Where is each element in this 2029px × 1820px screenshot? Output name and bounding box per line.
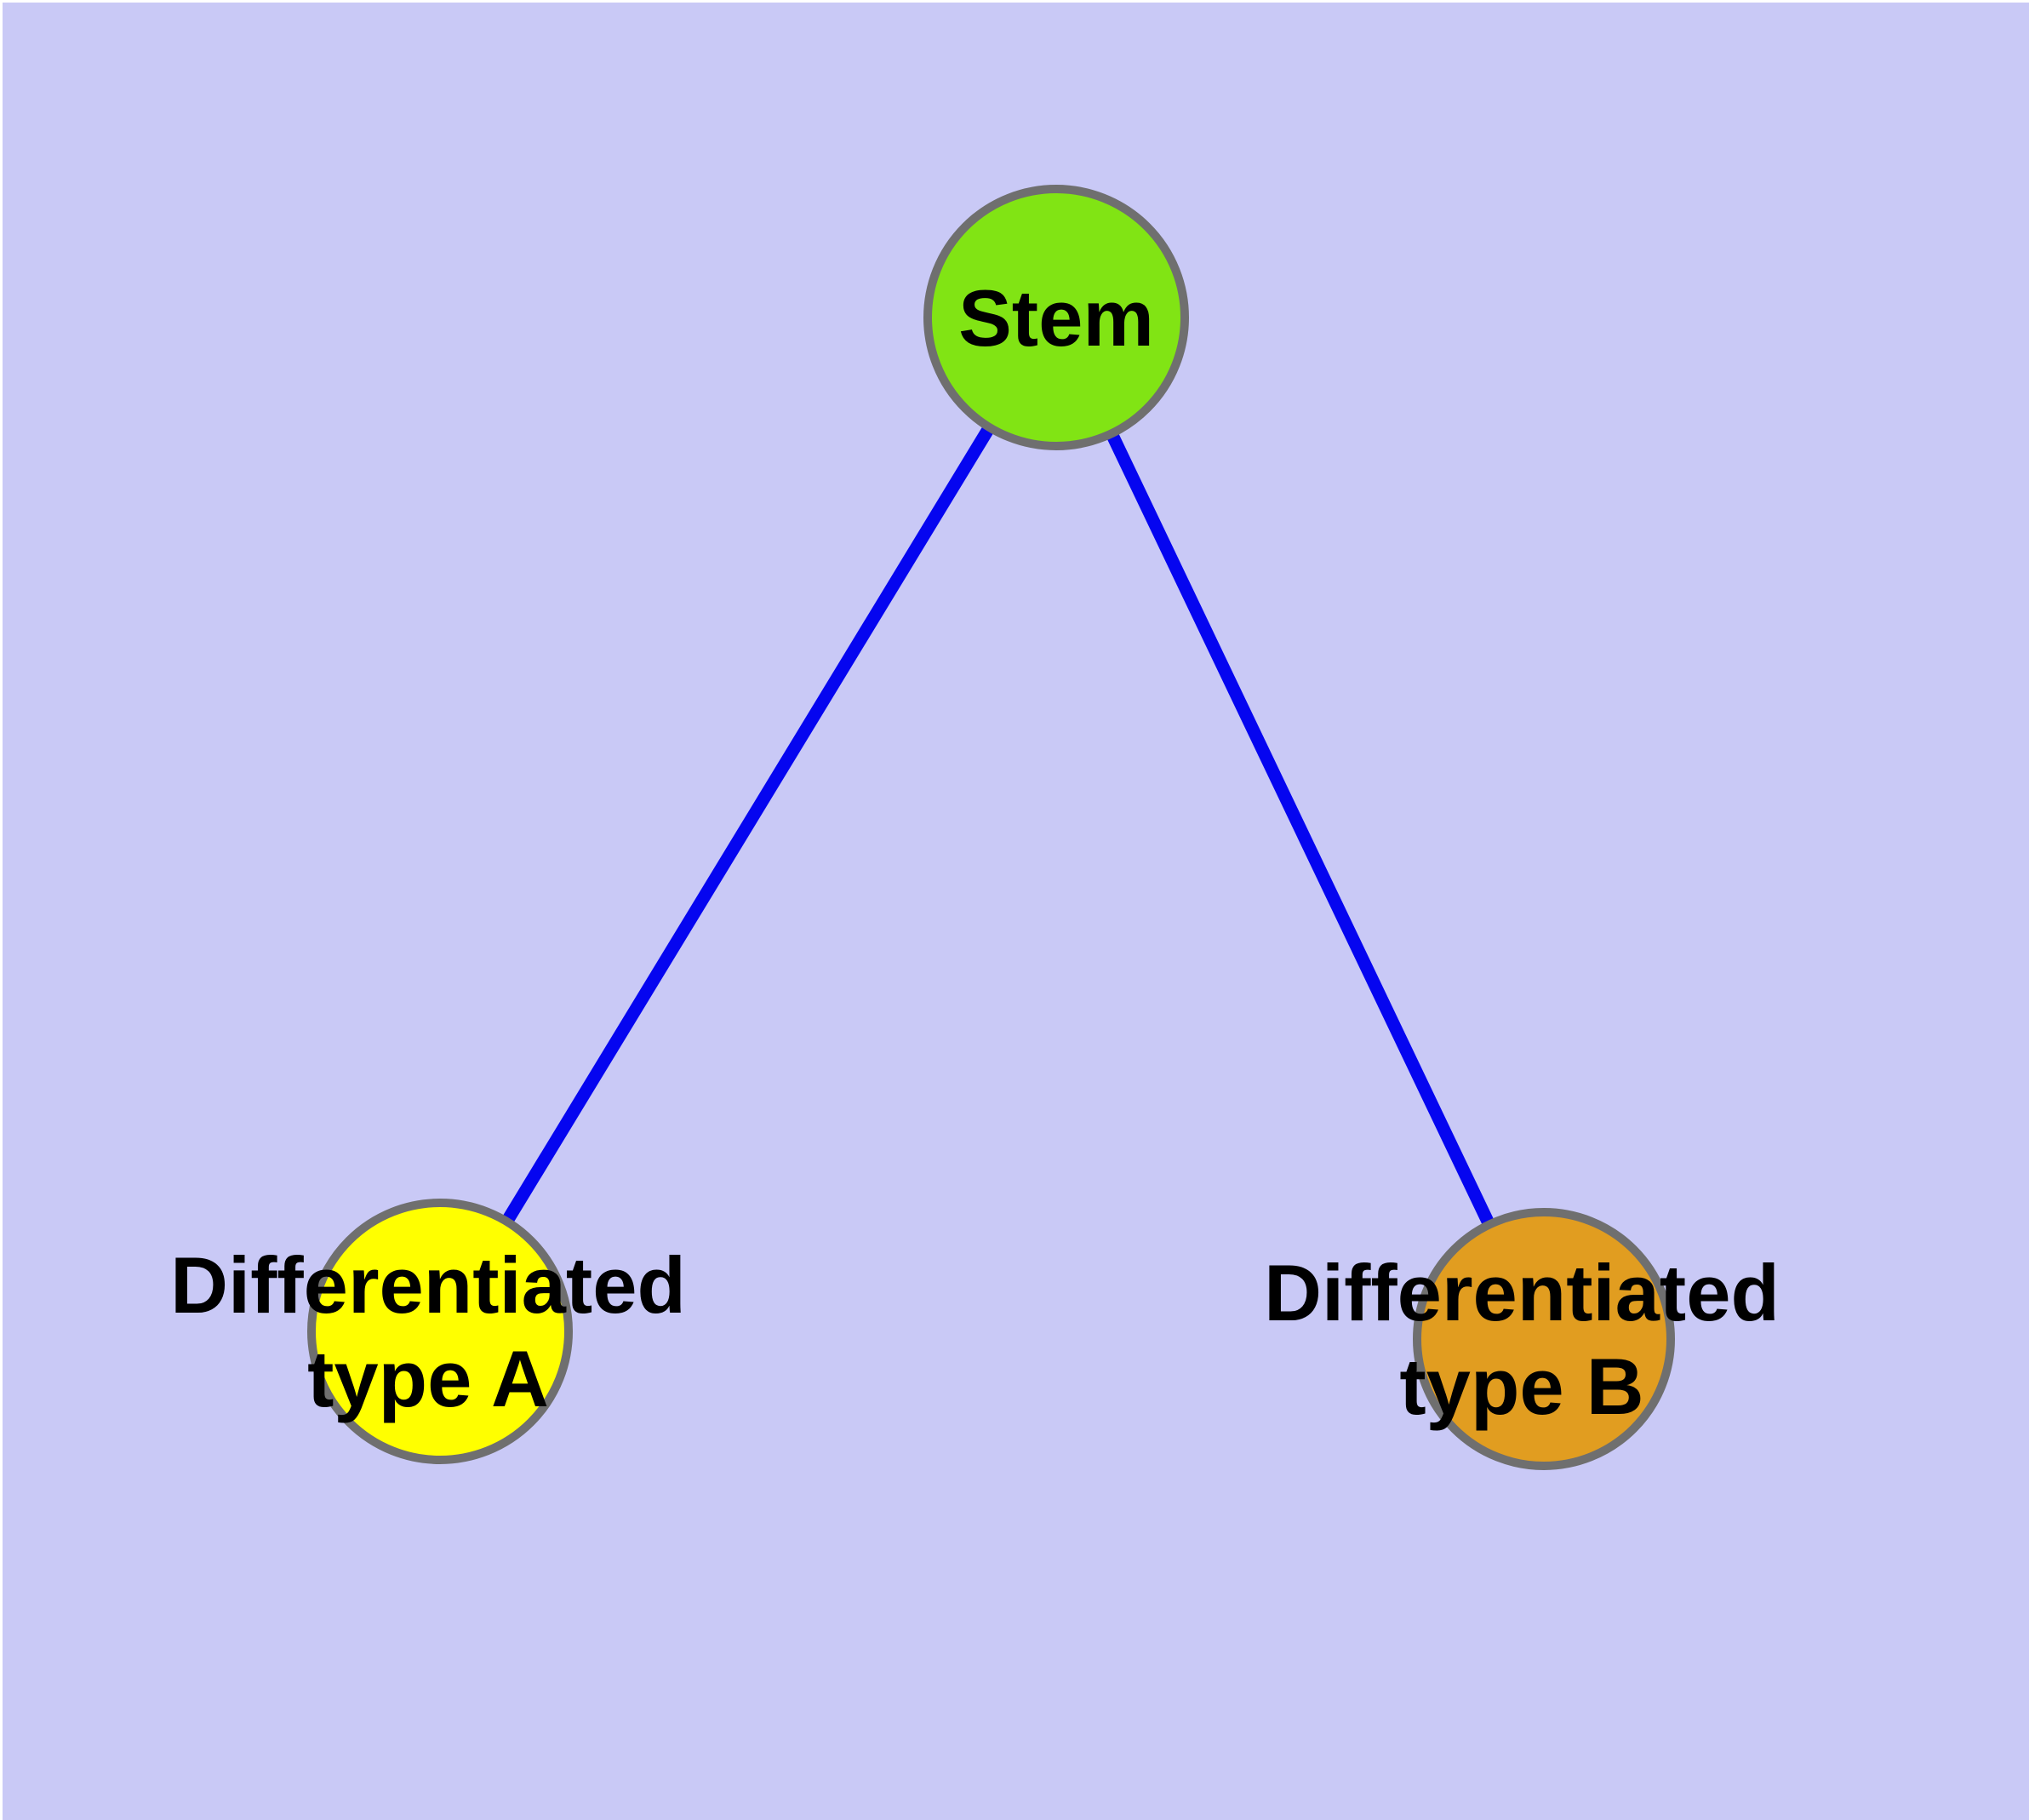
node-label-stem-line1: Stem: [958, 273, 1154, 363]
node-label-differentiated-type-a-line2: type A: [307, 1334, 549, 1423]
node-circle-stem: [923, 185, 1189, 450]
edge-stem-to-differentiated-type-b: [1050, 314, 1550, 1342]
node-label-differentiated-type-a-line1: Differentiated: [170, 1240, 686, 1330]
node-circle-differentiated-type-b: [1413, 1208, 1675, 1470]
edge-stem-to-differentiated-type-a: [434, 314, 1062, 1335]
node-label-differentiated-type-b-line1: Differentiated: [1264, 1248, 1780, 1337]
node-label-differentiated-type-b-line2: type B: [1399, 1342, 1643, 1431]
node-circle-differentiated-type-a: [307, 1199, 573, 1464]
